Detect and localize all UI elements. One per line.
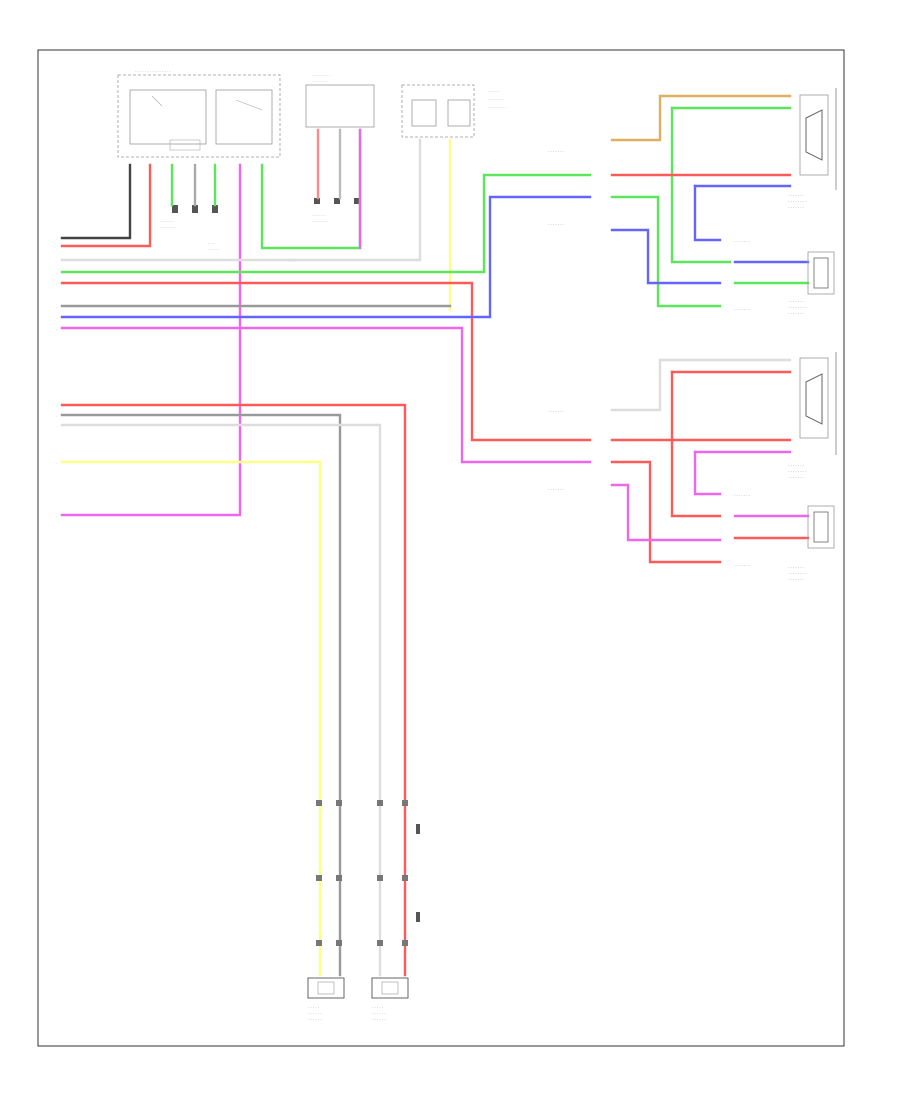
speaker-icon — [807, 505, 835, 549]
svg-text:.: . — [56, 246, 57, 251]
svg-text:.: . — [56, 270, 57, 275]
svg-text:- - - - - - -: - - - - - - - — [734, 492, 751, 497]
svg-text:- - -: - - - — [208, 240, 215, 245]
svg-text:.: . — [56, 281, 57, 286]
svg-text:- - - - - - -: - - - - - - - — [734, 306, 751, 311]
svg-text:- - - - - - -: - - - - - - - — [548, 408, 565, 413]
svg-text:- - - - - -: - - - - - - — [308, 1010, 322, 1015]
svg-text:.: . — [56, 460, 57, 465]
wire-bus-horizontal — [60, 173, 592, 464]
ground-icon — [314, 198, 360, 204]
svg-text:- - - - - - -: - - - - - - - — [788, 298, 805, 303]
svg-text:- - - - - - - -: - - - - - - - - — [488, 104, 507, 109]
svg-text:.: . — [56, 304, 57, 309]
svg-text:- - - - -: - - - - - — [308, 1004, 320, 1009]
svg-text:.: . — [56, 423, 57, 428]
caption-placeholders: - - - - - - - - - - - - - - - - - - - - … — [160, 212, 329, 263]
svg-text:- - - - - - -: - - - - - - - — [788, 564, 805, 569]
audio-unit-component: - - - - - - - - - - - - - - - — [117, 68, 281, 158]
wire-right-rear — [610, 358, 810, 564]
wire-right-front — [610, 94, 810, 308]
svg-text:- - - - - - -: - - - - - - - — [788, 576, 805, 581]
speaker-icon — [807, 251, 835, 295]
svg-text:- - - - - -: - - - - - - — [308, 1016, 322, 1021]
svg-text:- - - - - - -: - - - - - - - — [734, 562, 751, 567]
svg-text:- - - - - - - -: - - - - - - - - — [788, 570, 807, 575]
svg-text:.: . — [56, 513, 57, 518]
svg-text:- - - - - - - -: - - - - - - - - — [788, 468, 807, 473]
connector-icon — [316, 800, 420, 946]
relay-component: - - - - - - - - - - - - - - - - - - - - — [401, 84, 507, 138]
svg-text:.: . — [56, 326, 57, 331]
svg-text:.: . — [56, 403, 57, 408]
svg-text:- - - - - - -: - - - - - - - — [734, 238, 751, 243]
caption-placeholders-right: - - - - - - - - - - - - - - - - - - - - … — [548, 148, 807, 581]
svg-text:- - - - - - -: - - - - - - - — [788, 474, 805, 479]
svg-text:- - - - - - -: - - - - - - - — [548, 486, 565, 491]
svg-text:- - - - - - - - - - - - - - -: - - - - - - - - - - - - - - - — [135, 68, 171, 73]
pin-markers-left: . . . . . . . . . . . . . — [56, 236, 57, 518]
svg-text:- - - - - -: - - - - - - — [160, 218, 174, 223]
svg-text:- - - - - - -: - - - - - - - — [788, 462, 805, 467]
stereo-jack-component: - - - - - - - - - - - - - - - — [305, 72, 375, 128]
svg-text:- - - - - -: - - - - - - — [312, 212, 326, 217]
svg-text:- - - - - - -: - - - - - - - — [548, 148, 565, 153]
speaker-icon — [799, 88, 837, 190]
connector-icon — [169, 139, 218, 213]
speaker-icon: - - - - - - - - - - - - - - - - - — [307, 977, 345, 1021]
svg-text:- - - - - - -: - - - - - - - — [312, 218, 329, 223]
svg-text:- - - - -: - - - - - — [372, 1004, 384, 1009]
svg-text:- - - - - - -: - - - - - - - — [788, 310, 805, 315]
svg-text:- - - - - - -: - - - - - - - — [160, 224, 177, 229]
svg-text:- - - - - - -: - - - - - - - — [788, 192, 805, 197]
svg-text:.: . — [56, 236, 57, 241]
speaker-icon — [799, 352, 837, 455]
svg-text:- - - - - - - -: - - - - - - - - — [788, 198, 807, 203]
svg-text:.: . — [56, 315, 57, 320]
svg-text:- - - - -: - - - - - — [208, 246, 220, 251]
speaker-icon: - - - - - - - - - - - - - - - - - — [371, 977, 409, 1021]
wire-bundle-lower — [60, 403, 407, 977]
diagram-frame — [37, 49, 845, 1047]
svg-text:- - - - - - -: - - - - - - - — [548, 221, 565, 226]
svg-text:- - - - - - -: - - - - - - - — [312, 78, 329, 83]
svg-text:- - - - - - - -: - - - - - - - - — [788, 304, 807, 309]
svg-text:- - - - -: - - - - - — [488, 88, 500, 93]
wire-bundle-top — [60, 128, 452, 517]
svg-text:- - - - - - - -: - - - - - - - - — [312, 72, 331, 77]
svg-text:- - - - - - -: - - - - - - - — [788, 204, 805, 209]
svg-text:- - - - - -: - - - - - - — [372, 1016, 386, 1021]
svg-text:- - - - - -: - - - - - - — [372, 1010, 386, 1015]
svg-text:.: . — [56, 258, 57, 263]
svg-text:.: . — [56, 413, 57, 418]
svg-text:- - - - - - -: - - - - - - - — [488, 96, 505, 101]
